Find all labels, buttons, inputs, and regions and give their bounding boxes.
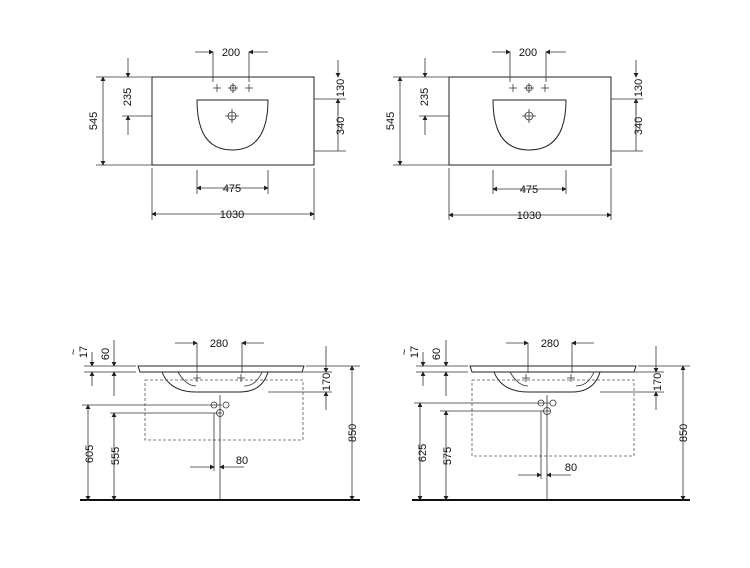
- basin-outline: [151, 76, 315, 166]
- dim-basin-spacing: 280: [541, 338, 559, 350]
- basin-rim: [137, 365, 305, 373]
- dim-depth: 545: [88, 112, 100, 130]
- basin-rim: [469, 365, 637, 373]
- dim-outlet-height: 605: [84, 445, 96, 463]
- dim-basin-depth: 170: [652, 373, 664, 391]
- dim-tilde: ~: [399, 349, 411, 355]
- bowl-outline: [196, 99, 269, 151]
- dim-bowl-width: 475: [223, 183, 241, 195]
- dim-rim-thickness: 60: [431, 348, 443, 360]
- basin-bowl: [161, 371, 269, 393]
- dim-bowl-width: 475: [520, 184, 538, 196]
- dim-basin-depth: 170: [321, 373, 333, 391]
- tap-hole-icons: [213, 83, 253, 93]
- dim-rim-thickness: 60: [100, 348, 112, 360]
- dim-rim-top: 17: [78, 346, 90, 358]
- basin-outline: [448, 76, 612, 166]
- dim-outlet-height: 625: [417, 444, 429, 462]
- dim-cabinet-height: 575: [442, 447, 454, 465]
- dim-rim-top: 17: [409, 346, 421, 358]
- tap-hole-icons: [509, 83, 549, 93]
- cabinet-outline: [144, 379, 304, 441]
- drain-icon: [225, 109, 239, 123]
- dim-depth: 545: [385, 112, 397, 130]
- dim-tap-spacing: 200: [519, 47, 537, 59]
- dim-basin-spacing: 280: [210, 338, 228, 350]
- dim-overall-height: 850: [347, 424, 359, 442]
- dim-tap-spacing: 200: [222, 47, 240, 59]
- front-view-right: 280 ~ 17 60 625 575 170 850 80: [399, 338, 690, 501]
- dim-right-top: 130: [633, 79, 645, 97]
- bowl-outline: [492, 99, 567, 151]
- dim-right-bottom: 340: [335, 117, 347, 135]
- dim-outlet-offset: 80: [565, 462, 577, 474]
- dim-tilde: ~: [68, 349, 80, 355]
- dim-outlet-offset: 80: [236, 455, 248, 467]
- dim-cabinet-height: 555: [110, 447, 122, 465]
- dim-right-top: 130: [335, 79, 347, 97]
- dim-right-bottom: 340: [633, 117, 645, 135]
- dim-overall-height: 850: [678, 424, 690, 442]
- dim-overall-width: 1030: [220, 209, 244, 221]
- dim-left-offset: 235: [419, 88, 431, 106]
- cabinet-outline: [471, 379, 635, 457]
- drain-icon: [522, 109, 536, 123]
- front-view-left: 280 ~ 17 60 605 555 170 850 80: [68, 338, 360, 501]
- tap-markers: [193, 374, 245, 382]
- dim-left-offset: 235: [122, 88, 134, 106]
- top-view-right: 200 545 235 130 340 475 1030: [385, 47, 645, 222]
- tap-markers: [522, 374, 575, 382]
- dim-overall-width: 1030: [517, 210, 541, 222]
- basin-bowl: [493, 371, 601, 393]
- top-view-left: 200 545 235 130 340 475 1030: [88, 47, 347, 221]
